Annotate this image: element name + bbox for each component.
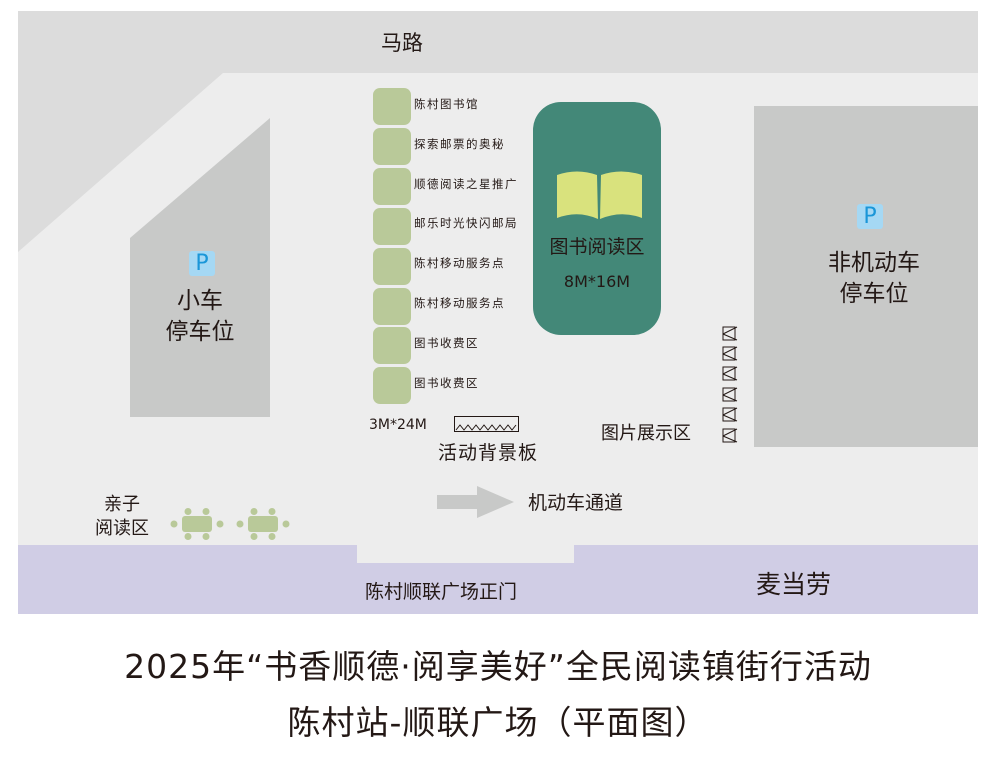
road-label: 马路 [381,31,423,55]
booth-label: 陈村移动服务点 [414,256,505,270]
easel-icon [722,366,738,381]
family-reading-label: 亲子 阅读区 [82,493,162,541]
parking-p-icon: P [189,251,215,276]
easel-icon [722,407,738,422]
booth [373,128,411,165]
arrow-right-icon [437,486,514,518]
booth-label: 探索邮票的奥秘 [414,137,505,151]
parking-p-icon: P [857,204,883,229]
open-book-icon [557,171,642,219]
easel-icon [722,387,738,402]
booth-label: 图书收费区 [414,336,479,350]
easel-icon [722,326,738,341]
reading-zone-label: 图书阅读区 [549,236,645,258]
booth [373,88,411,125]
traffic-lane-label: 机动车通道 [528,492,624,514]
booth [373,367,411,404]
photo-display-label: 图片展示区 [601,423,691,444]
booth-label: 图书收费区 [414,376,479,390]
caption-subtitle: 陈村站-顺联广场（平面图） [287,703,709,742]
family-reading-label-line1: 亲子 [104,494,140,515]
non-motor-parking-label: 非机动车 停车位 [794,248,954,310]
table-with-chairs-icon [170,508,224,540]
booth [373,168,411,205]
booth [373,327,411,364]
backdrop-label: 活动背景板 [438,442,539,464]
easel-icon [722,346,738,361]
non-motor-parking-lot [754,106,978,447]
booth-label: 邮乐时光快闪邮局 [414,216,518,230]
non-motor-parking-label-line2: 停车位 [839,281,909,307]
reading-zone-size: 8M*16M [563,272,631,291]
booth-label: 顺德阅读之星推广 [414,177,518,191]
easel-icon [722,428,738,443]
booth [373,248,411,285]
non-motor-parking-label-line1: 非机动车 [828,250,920,276]
small-car-parking-label: 小车 停车位 [140,286,260,348]
floor-plan-map: 马路 P 小车 停车位 P 非机动车 停车位 陈村图书馆 探索邮票的奥秘 顺德阅… [18,11,978,614]
mall-frontage [18,545,978,614]
booth-label: 陈村移动服务点 [414,296,505,310]
booth [373,288,411,325]
main-entrance-label: 陈村顺联广场正门 [365,581,518,603]
booth [373,208,411,245]
family-reading-label-line2: 阅读区 [95,518,149,539]
table-with-chairs-icon [236,508,290,540]
backdrop-board-icon [454,416,519,432]
booth-label: 陈村图书馆 [414,97,479,111]
small-car-parking-label-line1: 小车 [177,288,223,314]
small-car-parking-label-line2: 停车位 [165,319,235,345]
caption-title: 2025年“书香顺德·阅享美好”全民阅读镇街行活动 [124,647,872,686]
map-background [18,11,978,614]
road-area [18,11,978,252]
booth-row-size: 3M*24M [369,417,427,433]
mcdonalds-label: 麦当劳 [756,570,832,599]
